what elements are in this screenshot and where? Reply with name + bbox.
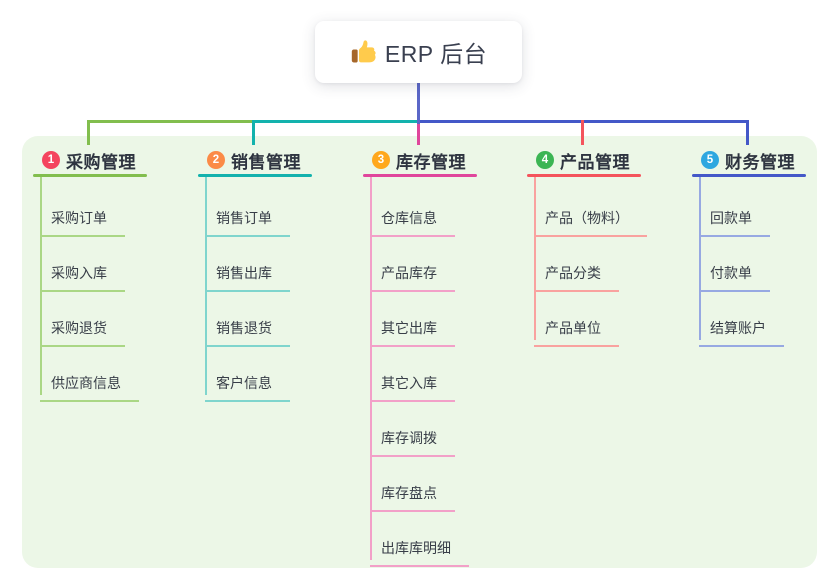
branch-item[interactable]: 库存盘点 [370,471,455,512]
branch-tree-line [534,177,536,340]
branch-underline [33,174,147,177]
branch-3-drop-connector [417,120,420,145]
branch-item[interactable]: 产品（物料） [534,196,647,237]
branch-underline [198,174,312,177]
number-badge: 4 [536,151,554,169]
boundary-panel [22,136,817,568]
branch-title-label: 销售管理 [231,152,301,172]
branch-item[interactable]: 出库库明细 [370,526,469,567]
branch-title-2[interactable]: 2 销售管理 [198,146,312,174]
branch-tree-line [205,177,207,395]
branch-item[interactable]: 采购退货 [40,306,125,347]
branch-item[interactable]: 产品单位 [534,306,619,347]
number-badge: 1 [42,151,60,169]
branch-item[interactable]: 销售出库 [205,251,290,292]
thumbs-up-icon [350,39,376,65]
branch-1-drop-connector [87,120,90,145]
bus-segment-2 [252,120,420,123]
branch-title-1[interactable]: 1 采购管理 [33,146,147,174]
branch-title-4[interactable]: 4 产品管理 [527,146,641,174]
branch-item[interactable]: 产品分类 [534,251,619,292]
branch-tree-line [40,177,42,395]
branch-item[interactable]: 库存调拨 [370,416,455,457]
branch-item[interactable]: 客户信息 [205,361,290,402]
branch-underline [692,174,806,177]
branch-item[interactable]: 采购入库 [40,251,125,292]
branch-item[interactable]: 供应商信息 [40,361,139,402]
branch-item[interactable]: 产品库存 [370,251,455,292]
branch-item[interactable]: 其它出库 [370,306,455,347]
branch-title-5[interactable]: 5 财务管理 [692,146,806,174]
branch-item[interactable]: 回款单 [699,196,770,237]
branch-title-label: 库存管理 [396,152,466,172]
branch-title-label: 采购管理 [66,152,136,172]
root-topic-label: ERP 后台 [384,41,488,67]
number-badge: 3 [372,151,390,169]
branch-item[interactable]: 结算账户 [699,306,784,347]
branch-item[interactable]: 销售退货 [205,306,290,347]
number-badge: 2 [207,151,225,169]
branch-item[interactable]: 付款单 [699,251,770,292]
branch-title-label: 财务管理 [725,152,795,172]
branch-title-3[interactable]: 3 库存管理 [363,146,477,174]
branch-underline [363,174,477,177]
root-topic[interactable]: ERP 后台 [315,21,522,83]
number-badge: 5 [701,151,719,169]
branch-item[interactable]: 销售订单 [205,196,290,237]
branch-5-drop-connector [746,120,749,145]
branch-4-drop-connector [581,120,584,145]
branch-tree-line [699,177,701,340]
branch-underline [527,174,641,177]
branch-2-drop-connector [252,120,255,145]
bus-segment-1 [87,120,255,123]
branch-item[interactable]: 仓库信息 [370,196,455,237]
branch-title-label: 产品管理 [560,152,630,172]
root-connector [417,83,420,124]
branch-item[interactable]: 采购订单 [40,196,125,237]
branch-tree-line [370,177,372,560]
branch-item[interactable]: 其它入库 [370,361,455,402]
